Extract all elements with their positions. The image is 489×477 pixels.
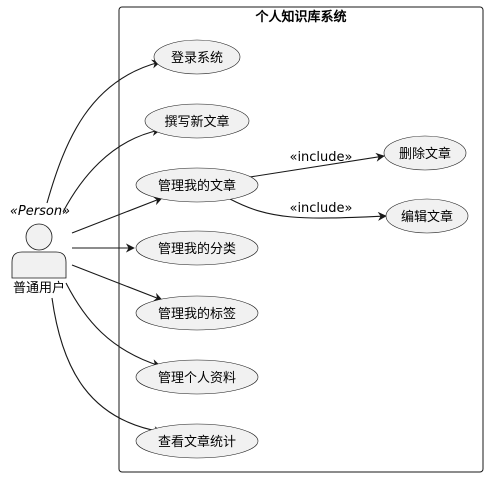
edge-actor-write: [62, 127, 161, 213]
edge-actor-manage-profile: [65, 282, 161, 368]
use-case-write: 撰写新文章: [144, 103, 250, 139]
include-label-edit: «include»: [289, 201, 352, 216]
use-case-login-label: 登录系统: [171, 51, 223, 66]
use-case-manage-profile: 管理个人资料: [135, 359, 259, 395]
use-case-manage-profile-label: 管理个人资料: [158, 371, 236, 386]
system-title: 个人知识库系统: [254, 9, 346, 25]
use-case-manage-tags: 管理我的标签: [135, 295, 259, 331]
use-case-edit-label: 编辑文章: [401, 209, 453, 225]
use-case-manage-articles: 管理我的文章: [135, 167, 259, 203]
include-label-delete: «include»: [289, 150, 352, 165]
use-case-write-label: 撰写新文章: [164, 114, 229, 130]
use-case-manage-articles-label: 管理我的文章: [158, 178, 236, 194]
use-case-login: 登录系统: [153, 39, 241, 75]
actor-stereotype: «Person»: [10, 204, 70, 219]
actor-name: 普通用户: [13, 280, 65, 296]
edge-actor-stats: [51, 297, 163, 436]
edge-include-delete: [249, 152, 385, 178]
use-case-stats: 查看文章统计: [135, 423, 259, 459]
edge-actor-manage-articles: [71, 196, 163, 234]
edge-actor-manage-tags: [71, 264, 163, 302]
edge-include-edit: [229, 198, 387, 221]
use-case-manage-categories-label: 管理我的分类: [158, 241, 236, 257]
use-case-manage-tags-label: 管理我的标签: [158, 306, 236, 322]
use-case-manage-categories: 管理我的分类: [135, 230, 259, 266]
edge-actor-login: [46, 59, 161, 204]
use-case-edit: 编辑文章: [385, 198, 469, 234]
use-case-delete: 删除文章: [383, 135, 467, 171]
use-case-stats-label: 查看文章统计: [158, 434, 236, 450]
actor-person-icon: [11, 223, 67, 279]
use-case-delete-label: 删除文章: [399, 146, 451, 162]
